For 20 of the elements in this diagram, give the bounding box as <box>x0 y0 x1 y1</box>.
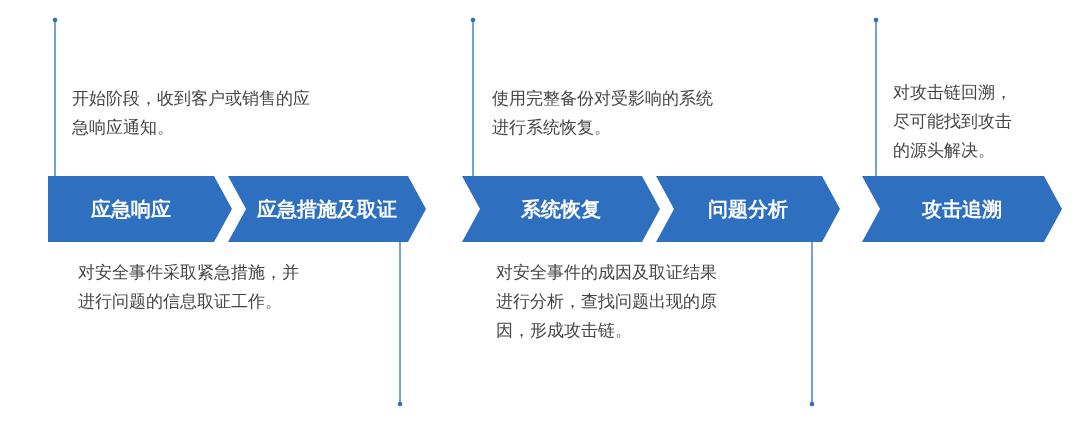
description-text: 开始阶段，收到客户或销售的应急响应通知。 <box>72 87 311 139</box>
description-text: 对攻击链回溯，尽可能找到攻击的源头解决。 <box>893 81 1013 162</box>
leader-line <box>873 17 879 177</box>
leader-line <box>52 17 58 177</box>
leader-line <box>809 241 815 407</box>
description-text: 对安全事件的成因及取证结果进行分析，查找问题出现的原因，形成攻击链。 <box>496 261 718 342</box>
step-title: 应急措施及取证 <box>257 195 397 223</box>
leader-line <box>470 17 476 177</box>
chevron-step <box>48 176 232 242</box>
chevron-step <box>228 176 426 242</box>
chevron-step <box>462 176 660 242</box>
leader-line <box>397 241 403 407</box>
chevron-step <box>656 176 840 242</box>
step-title: 系统恢复 <box>521 195 601 223</box>
description-text: 对安全事件采取紧急措施，并进行问题的信息取证工作。 <box>78 261 300 313</box>
step-title: 攻击追溯 <box>922 195 1002 223</box>
step-title: 问题分析 <box>708 195 788 223</box>
chevron-step <box>862 176 1062 242</box>
step-title: 应急响应 <box>91 195 171 223</box>
description-text: 使用完整备份对受影响的系统进行系统恢复。 <box>492 87 714 139</box>
